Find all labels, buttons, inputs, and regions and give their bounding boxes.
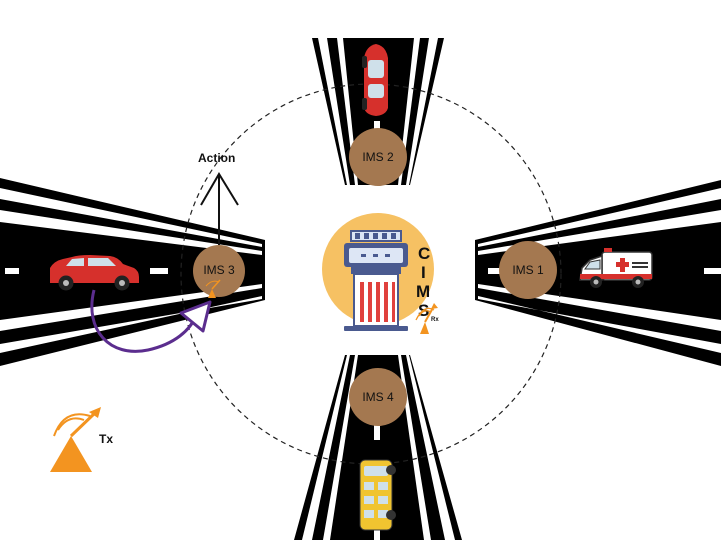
action-arrow [200,172,239,245]
tx-label: Tx [99,432,113,446]
ims-2-label: IMS 2 [362,150,394,164]
cims-letter-c: C [418,244,430,263]
ims-1-label: IMS 1 [512,263,544,277]
red-car-icon [50,255,139,291]
ims-3-antenna-icon [205,279,221,298]
school-bus-icon [359,459,396,531]
rx-antenna-icon [415,303,438,334]
red-car-top-icon [362,44,388,116]
cims-letter-i: I [421,263,426,282]
rx-label: Rx [431,317,439,323]
action-label: Action [198,151,235,165]
ims-3-label: IMS 3 [203,263,235,277]
cims-letter-m: M [416,282,430,301]
tx-antenna-icon [50,407,101,472]
request-curve-arrow [90,289,212,353]
control-tower-icon [344,230,408,331]
ambulance-icon [579,248,653,288]
ims-node-4: IMS 4 [349,368,407,426]
cims-center: C I M S Rx [322,213,439,334]
ims-node-3: IMS 3 [193,245,245,298]
ims-node-1: IMS 1 [499,241,557,299]
ims-4-label: IMS 4 [362,390,394,404]
ims-node-2: IMS 2 [349,128,407,186]
